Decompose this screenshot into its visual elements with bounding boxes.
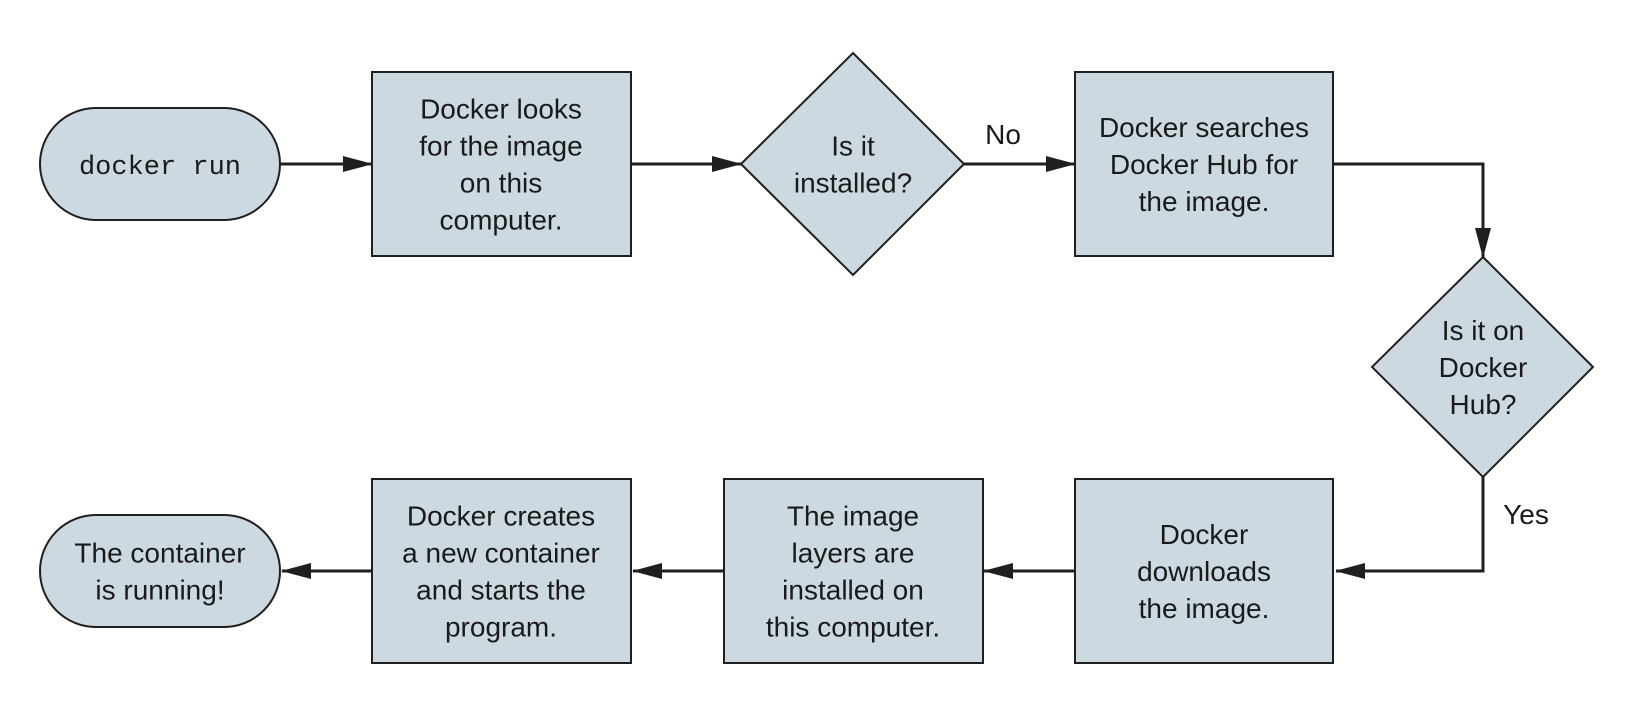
label-line: The image bbox=[787, 501, 919, 532]
label-line: installed? bbox=[794, 168, 912, 199]
label-line: on this bbox=[460, 168, 543, 199]
label-line: layers are bbox=[792, 538, 915, 569]
edge-onhub-to-downloads bbox=[1335, 477, 1485, 579]
node-docker-run-label: docker run bbox=[79, 153, 241, 183]
node-container-running-label: The container is running! bbox=[74, 538, 245, 606]
label-line: Hub? bbox=[1450, 389, 1517, 420]
label-line: downloads bbox=[1137, 556, 1271, 587]
label-line: program. bbox=[445, 612, 557, 643]
label-line: Is it on bbox=[1442, 315, 1524, 346]
label-line: docker run bbox=[79, 153, 241, 183]
node-docker-looks: Docker looks for the image on this computer… bbox=[371, 71, 632, 257]
node-docker-downloads-label: Docker downloads the image. bbox=[1137, 519, 1271, 624]
node-docker-run: docker run bbox=[39, 107, 281, 221]
edges bbox=[280, 156, 1491, 579]
label-line: the image. bbox=[1139, 593, 1270, 624]
label-line: The container bbox=[74, 538, 245, 569]
label-line: this computer. bbox=[766, 612, 940, 643]
node-docker-looks-label: Docker looks for the image on this computer… bbox=[419, 94, 582, 236]
label-line: installed on bbox=[782, 575, 924, 606]
label-line: Is it bbox=[831, 131, 875, 162]
label-line: for the image bbox=[419, 131, 582, 162]
node-docker-downloads: Docker downloads the image. bbox=[1074, 478, 1334, 664]
label-line: Docker Hub for bbox=[1110, 149, 1298, 180]
node-docker-creates: Docker creates a new container and starts … bbox=[371, 478, 632, 664]
node-docker-creates-label: Docker creates a new container and starts … bbox=[402, 501, 600, 643]
label-line: a new container bbox=[402, 538, 600, 569]
edge-label-no: No bbox=[985, 119, 1021, 150]
node-is-it-installed-label: Is it installed? bbox=[794, 131, 912, 199]
node-image-layers-installed-label: The image layers are installed on this comp… bbox=[766, 501, 940, 643]
label-line: Docker searches bbox=[1099, 112, 1309, 143]
label-line: and starts the bbox=[416, 575, 586, 606]
label-line: Docker bbox=[1160, 519, 1249, 550]
node-image-layers-installed: The image layers are installed on this comp… bbox=[723, 478, 984, 664]
edge-label-yes: Yes bbox=[1503, 499, 1549, 530]
label-line: is running! bbox=[95, 575, 224, 606]
label-line: Docker creates bbox=[407, 501, 595, 532]
label-line: computer. bbox=[440, 205, 563, 236]
label-line: the image. bbox=[1139, 186, 1270, 217]
edge-searches-to-onhub bbox=[1333, 162, 1491, 258]
label-line: Docker bbox=[1439, 352, 1528, 383]
node-is-it-installed: Is it installed? bbox=[739, 51, 966, 277]
node-container-running: The container is running! bbox=[39, 514, 281, 628]
label-line: Docker looks bbox=[420, 94, 582, 125]
